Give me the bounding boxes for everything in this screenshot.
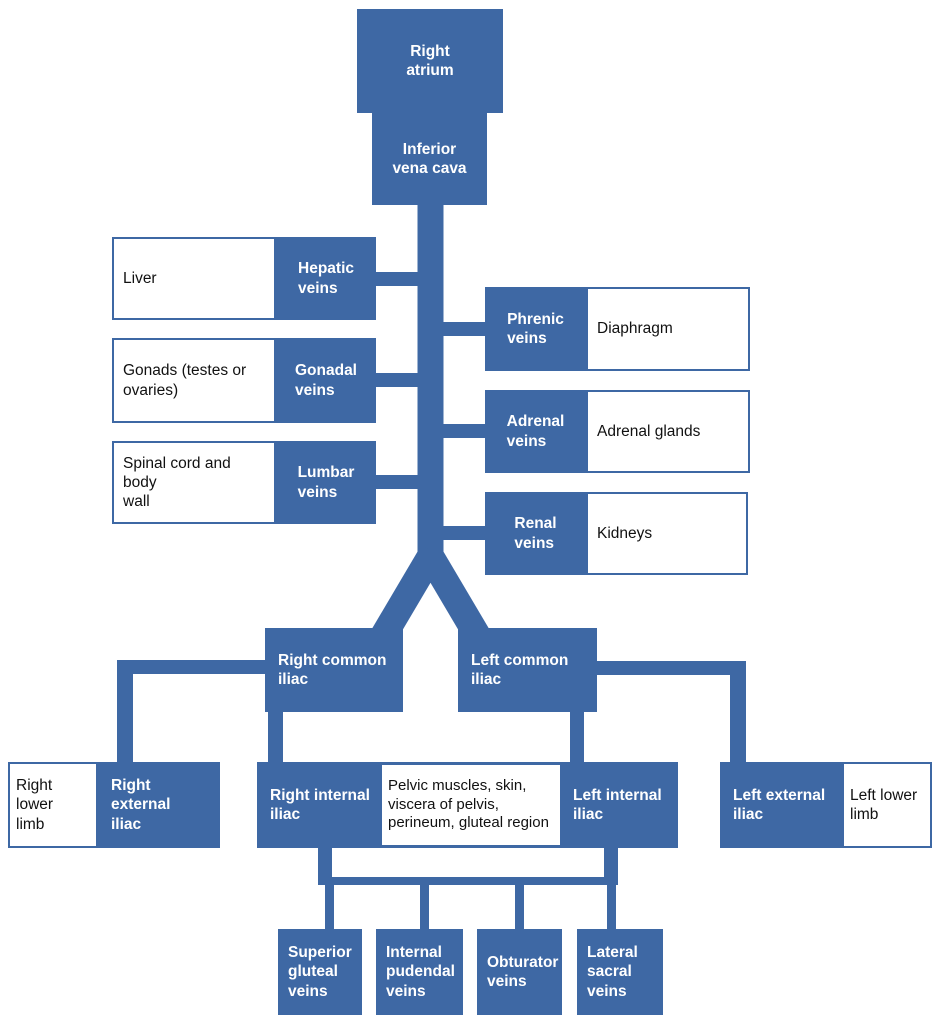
connector-left-internal-down: [604, 846, 618, 885]
connector-manifold-bar: [318, 877, 618, 885]
node-diaphragm: Diaphragm: [586, 287, 750, 371]
node-right-lower-limb: Right lower limb: [8, 762, 98, 848]
node-hepatic-veins-label: Hepatic veins: [298, 260, 354, 297]
node-lateral-sacral-veins-label: Lateral sacral veins: [587, 944, 638, 1000]
node-lumbar-veins: Lumbar veins: [276, 441, 376, 524]
node-spinal-cord: Spinal cord and body wall: [112, 441, 276, 524]
node-left-external-iliac-label: Left external iliac: [733, 786, 826, 823]
node-internal-pudendal-veins-label: Internal pudendal veins: [386, 944, 455, 1000]
connector-phrenic-stub: [441, 322, 487, 336]
node-phrenic-veins: Phrenic veins: [485, 287, 586, 371]
node-gonadal-veins: Gonadal veins: [276, 338, 376, 423]
node-adrenal-veins-label: Adrenal veins: [506, 413, 565, 450]
node-internal-pudendal-veins: Internal pudendal veins: [376, 929, 463, 1015]
connector-right-internal-down: [318, 846, 332, 885]
node-left-lower-limb: Left lower limb: [842, 762, 932, 848]
node-internal-iliac-group: Right internal iliac Pelvic muscles, ski…: [257, 762, 678, 848]
node-left-common-iliac-label: Left common iliac: [471, 651, 569, 688]
connector-gonadal-stub: [372, 373, 420, 387]
node-hepatic-veins: Hepatic veins: [276, 237, 376, 320]
connector-internal-pudendal-stub: [420, 880, 429, 930]
node-renal-veins-label: Renal veins: [514, 515, 557, 552]
node-right-atrium: Right atrium: [357, 9, 503, 113]
connector-left-external-horizontal: [596, 661, 746, 675]
connector-lateral-sacral-stub: [607, 880, 616, 930]
node-left-common-iliac: Left common iliac: [458, 628, 597, 712]
node-phrenic-veins-label: Phrenic veins: [507, 310, 564, 347]
node-superior-gluteal-veins-label: Superior gluteal veins: [288, 944, 352, 1000]
node-liver-label: Liver: [123, 269, 157, 287]
node-inferior-vena-cava-label: Inferior vena cava: [392, 140, 467, 177]
node-renal-veins: Renal veins: [485, 492, 586, 575]
node-adrenal-veins: Adrenal veins: [485, 390, 586, 473]
node-left-internal-iliac-label: Left internal iliac: [573, 786, 662, 823]
node-lateral-sacral-veins: Lateral sacral veins: [577, 929, 663, 1015]
connector-renal-stub: [441, 526, 487, 540]
node-gonadal-veins-label: Gonadal veins: [294, 362, 357, 399]
node-gonads: Gonads (testes or ovaries): [112, 338, 276, 423]
node-right-common-iliac: Right common iliac: [265, 628, 403, 712]
node-diaphragm-label: Diaphragm: [597, 320, 673, 338]
node-kidneys-label: Kidneys: [597, 524, 653, 542]
connector-ivc-trunk: [417, 203, 444, 565]
connector-right-external-horizontal: [117, 660, 267, 674]
connector-right-common-down: [268, 710, 283, 764]
node-right-common-iliac-label: Right common iliac: [278, 651, 387, 688]
connector-obturator-stub: [515, 880, 524, 930]
node-left-lower-limb-label: Left lower limb: [850, 786, 918, 823]
node-right-internal-iliac-label: Right internal iliac: [270, 786, 370, 823]
connector-hepatic-stub: [372, 272, 420, 286]
node-kidneys: Kidneys: [586, 492, 748, 575]
node-liver: Liver: [112, 237, 276, 320]
node-left-internal-iliac: Left internal iliac: [560, 762, 678, 848]
connector-superior-gluteal-stub: [325, 880, 334, 930]
node-left-external-iliac: Left external iliac: [720, 762, 842, 848]
node-adrenal-glands: Adrenal glands: [586, 390, 750, 473]
node-obturator-veins-label: Obturator veins: [487, 953, 559, 990]
connector-adrenal-stub: [441, 424, 487, 438]
node-obturator-veins: Obturator veins: [477, 929, 562, 1015]
node-right-external-iliac-label: Right external iliac: [111, 777, 171, 833]
node-inferior-vena-cava: Inferior vena cava: [372, 113, 487, 205]
node-superior-gluteal-veins: Superior gluteal veins: [278, 929, 362, 1015]
node-pelvic-region: Pelvic muscles, skin, viscera of pelvis,…: [382, 765, 560, 845]
node-right-internal-iliac: Right internal iliac: [257, 762, 382, 848]
node-gonads-label: Gonads (testes or ovaries): [123, 362, 247, 399]
node-right-external-iliac: Right external iliac: [98, 762, 220, 848]
node-spinal-cord-label: Spinal cord and body wall: [123, 454, 231, 511]
node-pelvic-region-label: Pelvic muscles, skin, viscera of pelvis,…: [388, 777, 549, 832]
node-adrenal-glands-label: Adrenal glands: [597, 422, 701, 440]
node-right-lower-limb-label: Right lower limb: [16, 777, 54, 833]
connector-left-external-vertical: [730, 661, 746, 764]
connector-lumbar-stub: [372, 475, 420, 489]
connector-right-external-vertical: [117, 660, 133, 764]
node-lumbar-veins-label: Lumbar veins: [297, 464, 355, 501]
connector-split-left: [416, 545, 492, 647]
node-right-atrium-label: Right atrium: [406, 42, 454, 79]
connector-left-common-down: [570, 710, 584, 764]
